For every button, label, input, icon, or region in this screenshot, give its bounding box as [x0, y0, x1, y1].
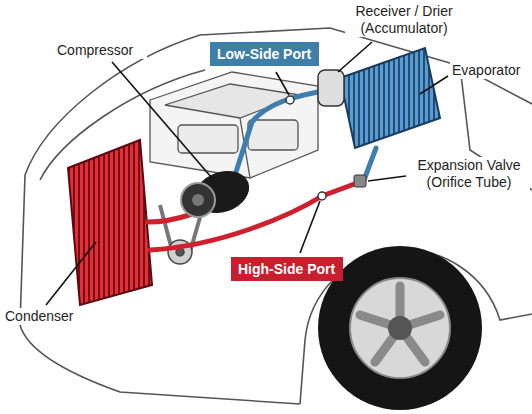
- condenser: [68, 140, 152, 305]
- part-label: Receiver / Drier (Accumulator): [345, 3, 463, 37]
- service-ports-part: [286, 96, 294, 104]
- high-side-hoses: [148, 182, 360, 250]
- engine-block: [150, 72, 318, 178]
- part-label: Condenser: [3, 308, 85, 325]
- leader-lines-part: [112, 62, 212, 178]
- port-name: Low-Side Port: [217, 45, 312, 63]
- compressor: [181, 164, 255, 221]
- leader-lines: [46, 42, 448, 305]
- port-label-box: Low-Side Port: [210, 42, 319, 66]
- engine-block-part: [150, 72, 318, 178]
- leader-lines-part: [338, 42, 372, 72]
- service-ports-part: [318, 192, 326, 200]
- leader-lines-part: [276, 72, 289, 95]
- port-label-box: High-Side Port: [231, 257, 343, 281]
- part-label: Expansion Valve (Orifice Tube): [408, 157, 530, 191]
- leader-lines-part: [300, 201, 320, 253]
- service-ports: [286, 96, 326, 200]
- part-label: Evaporator: [450, 62, 530, 79]
- condenser-part: [68, 140, 152, 305]
- accumulator-part: [318, 70, 344, 106]
- front-wheel-part: [388, 316, 412, 340]
- expansion-valve-part: [354, 175, 366, 187]
- front-wheel-part: [360, 286, 440, 362]
- leader-lines-part: [420, 76, 448, 94]
- low-side-hoses-part: [236, 92, 318, 172]
- drive-belt-part: [160, 205, 172, 250]
- evaporator: [340, 48, 440, 148]
- car-body-part: [20, 175, 300, 404]
- compressor-part: [181, 183, 215, 217]
- evaporator-part: [340, 48, 440, 148]
- front-wheel-part: [350, 278, 450, 378]
- leader-lines-part: [368, 176, 406, 181]
- port-name: High-Side Port: [238, 260, 336, 278]
- leader-lines-part: [46, 242, 96, 305]
- high-side-hoses-part: [150, 182, 360, 250]
- expansion-valve: [354, 175, 366, 187]
- accumulator: [318, 70, 344, 106]
- part-label: Compressor: [55, 42, 147, 59]
- compressor-part: [192, 194, 204, 206]
- engine-block-part: [248, 120, 298, 150]
